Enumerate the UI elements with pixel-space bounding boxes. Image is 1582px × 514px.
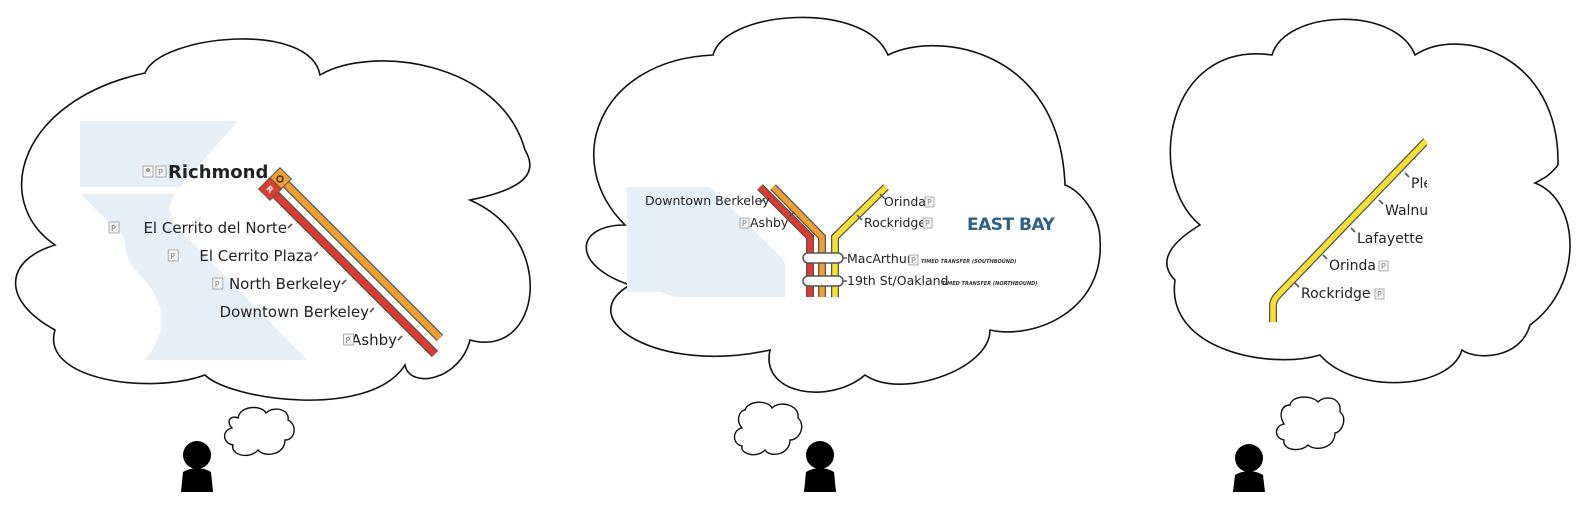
station-tick <box>287 223 293 229</box>
station-lafayette[interactable]: Lafayette <box>1350 227 1423 247</box>
parking-icon <box>908 254 919 266</box>
station-label: 19th St/Oakland <box>847 273 948 288</box>
parking-icon <box>212 277 224 290</box>
station-label: El Cerrito del Norte <box>143 219 287 237</box>
parking-symbol: P <box>925 219 930 228</box>
scene-2: Downtown Berkeley P Ashby Orinda P Rockr… <box>560 0 1120 514</box>
station-label: Rockridge <box>864 215 926 230</box>
station-ple[interactable]: Ple <box>1404 172 1432 192</box>
person-icon <box>1233 444 1265 492</box>
station-label: MacArthur <box>847 251 913 266</box>
station-walnu[interactable]: Walnu <box>1378 199 1428 219</box>
station-tick <box>397 335 403 341</box>
transfer-marker <box>802 252 844 287</box>
station-north-berkeley[interactable]: North Berkeley P <box>212 275 347 293</box>
person-icon <box>181 441 213 492</box>
yellow-line <box>1270 139 1428 322</box>
water-area <box>80 194 307 360</box>
parking-icon <box>922 217 933 229</box>
station-tick <box>1378 199 1384 205</box>
parking-symbol: P <box>1381 262 1386 271</box>
station-label: Rockridge <box>1301 286 1371 302</box>
station-downtown-berkeley[interactable]: Downtown Berkeley <box>220 303 375 321</box>
parking-icon <box>739 217 750 229</box>
parking-symbol: P <box>911 256 916 265</box>
parking-icon <box>108 221 120 234</box>
station-richmond[interactable]: P Richmond <box>142 162 268 183</box>
small-thought-cloud <box>1275 396 1345 451</box>
station-orinda[interactable]: Orinda P <box>879 193 935 209</box>
station-label: North Berkeley <box>229 275 341 293</box>
parking-symbol: P <box>158 168 163 177</box>
station-tick <box>1322 254 1328 260</box>
water-area <box>80 121 238 187</box>
station-tick <box>1294 282 1300 288</box>
station-tick <box>1404 172 1410 178</box>
station-label: Ple <box>1411 176 1432 192</box>
parking-symbol: P <box>215 280 220 289</box>
small-thought-cloud <box>733 401 803 456</box>
station-tick <box>369 307 375 313</box>
terminal-badge-red: R <box>257 176 283 202</box>
parking-symbol: P <box>346 336 351 345</box>
train-icon <box>146 168 150 172</box>
station-macarthur[interactable]: MacArthur P TIMED TRANSFER (SOUTHBOUND) <box>843 251 1016 266</box>
parking-icon <box>343 333 354 346</box>
small-thought-cloud <box>223 406 295 457</box>
station-label: Ashby <box>750 215 789 230</box>
station-label: Orinda <box>884 194 926 209</box>
station-el-cerrito-del-norte[interactable]: El Cerrito del Norte P <box>108 219 293 237</box>
parking-icon <box>924 196 935 208</box>
scene-2-canvas: Downtown Berkeley P Ashby Orinda P Rockr… <box>585 16 1101 492</box>
station-rockridge[interactable]: Rockridge P <box>856 214 933 230</box>
station-label: Orinda <box>1329 258 1376 274</box>
orange-line <box>277 175 443 341</box>
parking-icon <box>167 249 179 262</box>
station-ashby[interactable]: P Ashby <box>739 211 795 230</box>
red-line <box>267 186 438 357</box>
parking-symbol: P <box>742 219 747 228</box>
badge-text: R <box>264 184 275 195</box>
parking-icon <box>1374 288 1385 300</box>
station-el-cerrito-plaza[interactable]: El Cerrito Plaza P <box>167 247 319 265</box>
station-tick <box>313 251 319 257</box>
parking-icon <box>1378 260 1389 272</box>
parking-symbol: P <box>111 224 116 233</box>
rail-lines <box>266 174 444 358</box>
transfer-note: TIMED TRANSFER (SOUTHBOUND) <box>921 259 1016 265</box>
water-area <box>627 187 785 297</box>
station-tick <box>1350 227 1356 233</box>
station-label: Lafayette <box>1357 231 1423 247</box>
station-label: Richmond <box>168 162 268 183</box>
station-tick <box>341 279 347 285</box>
station-orinda[interactable]: Orinda P <box>1322 254 1389 274</box>
station-label: Downtown Berkeley <box>645 193 770 208</box>
station-downtown-berkeley[interactable]: Downtown Berkeley <box>645 193 770 208</box>
transfer-note: TIMED TRANSFER (NORTHBOUND) <box>942 281 1038 287</box>
station-19th-st-oakland[interactable]: 19th St/Oakland TIMED TRANSFER (NORTHBOU… <box>843 273 1038 288</box>
rail-lines <box>1269 138 1429 322</box>
person-icon <box>804 441 836 492</box>
station-rockridge[interactable]: Rockridge P <box>1294 282 1385 302</box>
parking-icon <box>155 165 167 178</box>
parking-symbol: P <box>1377 290 1382 299</box>
map-crop-edge <box>1427 130 1467 330</box>
region-label: EAST BAY <box>967 215 1056 235</box>
station-label: Walnu <box>1385 203 1428 219</box>
station-label: El Cerrito Plaza <box>199 247 313 265</box>
parking-symbol: P <box>927 198 932 207</box>
parking-symbol: P <box>170 252 175 261</box>
station-label: Ashby <box>351 331 397 349</box>
station-label: Downtown Berkeley <box>220 303 370 321</box>
thought-cloud <box>585 16 1101 393</box>
